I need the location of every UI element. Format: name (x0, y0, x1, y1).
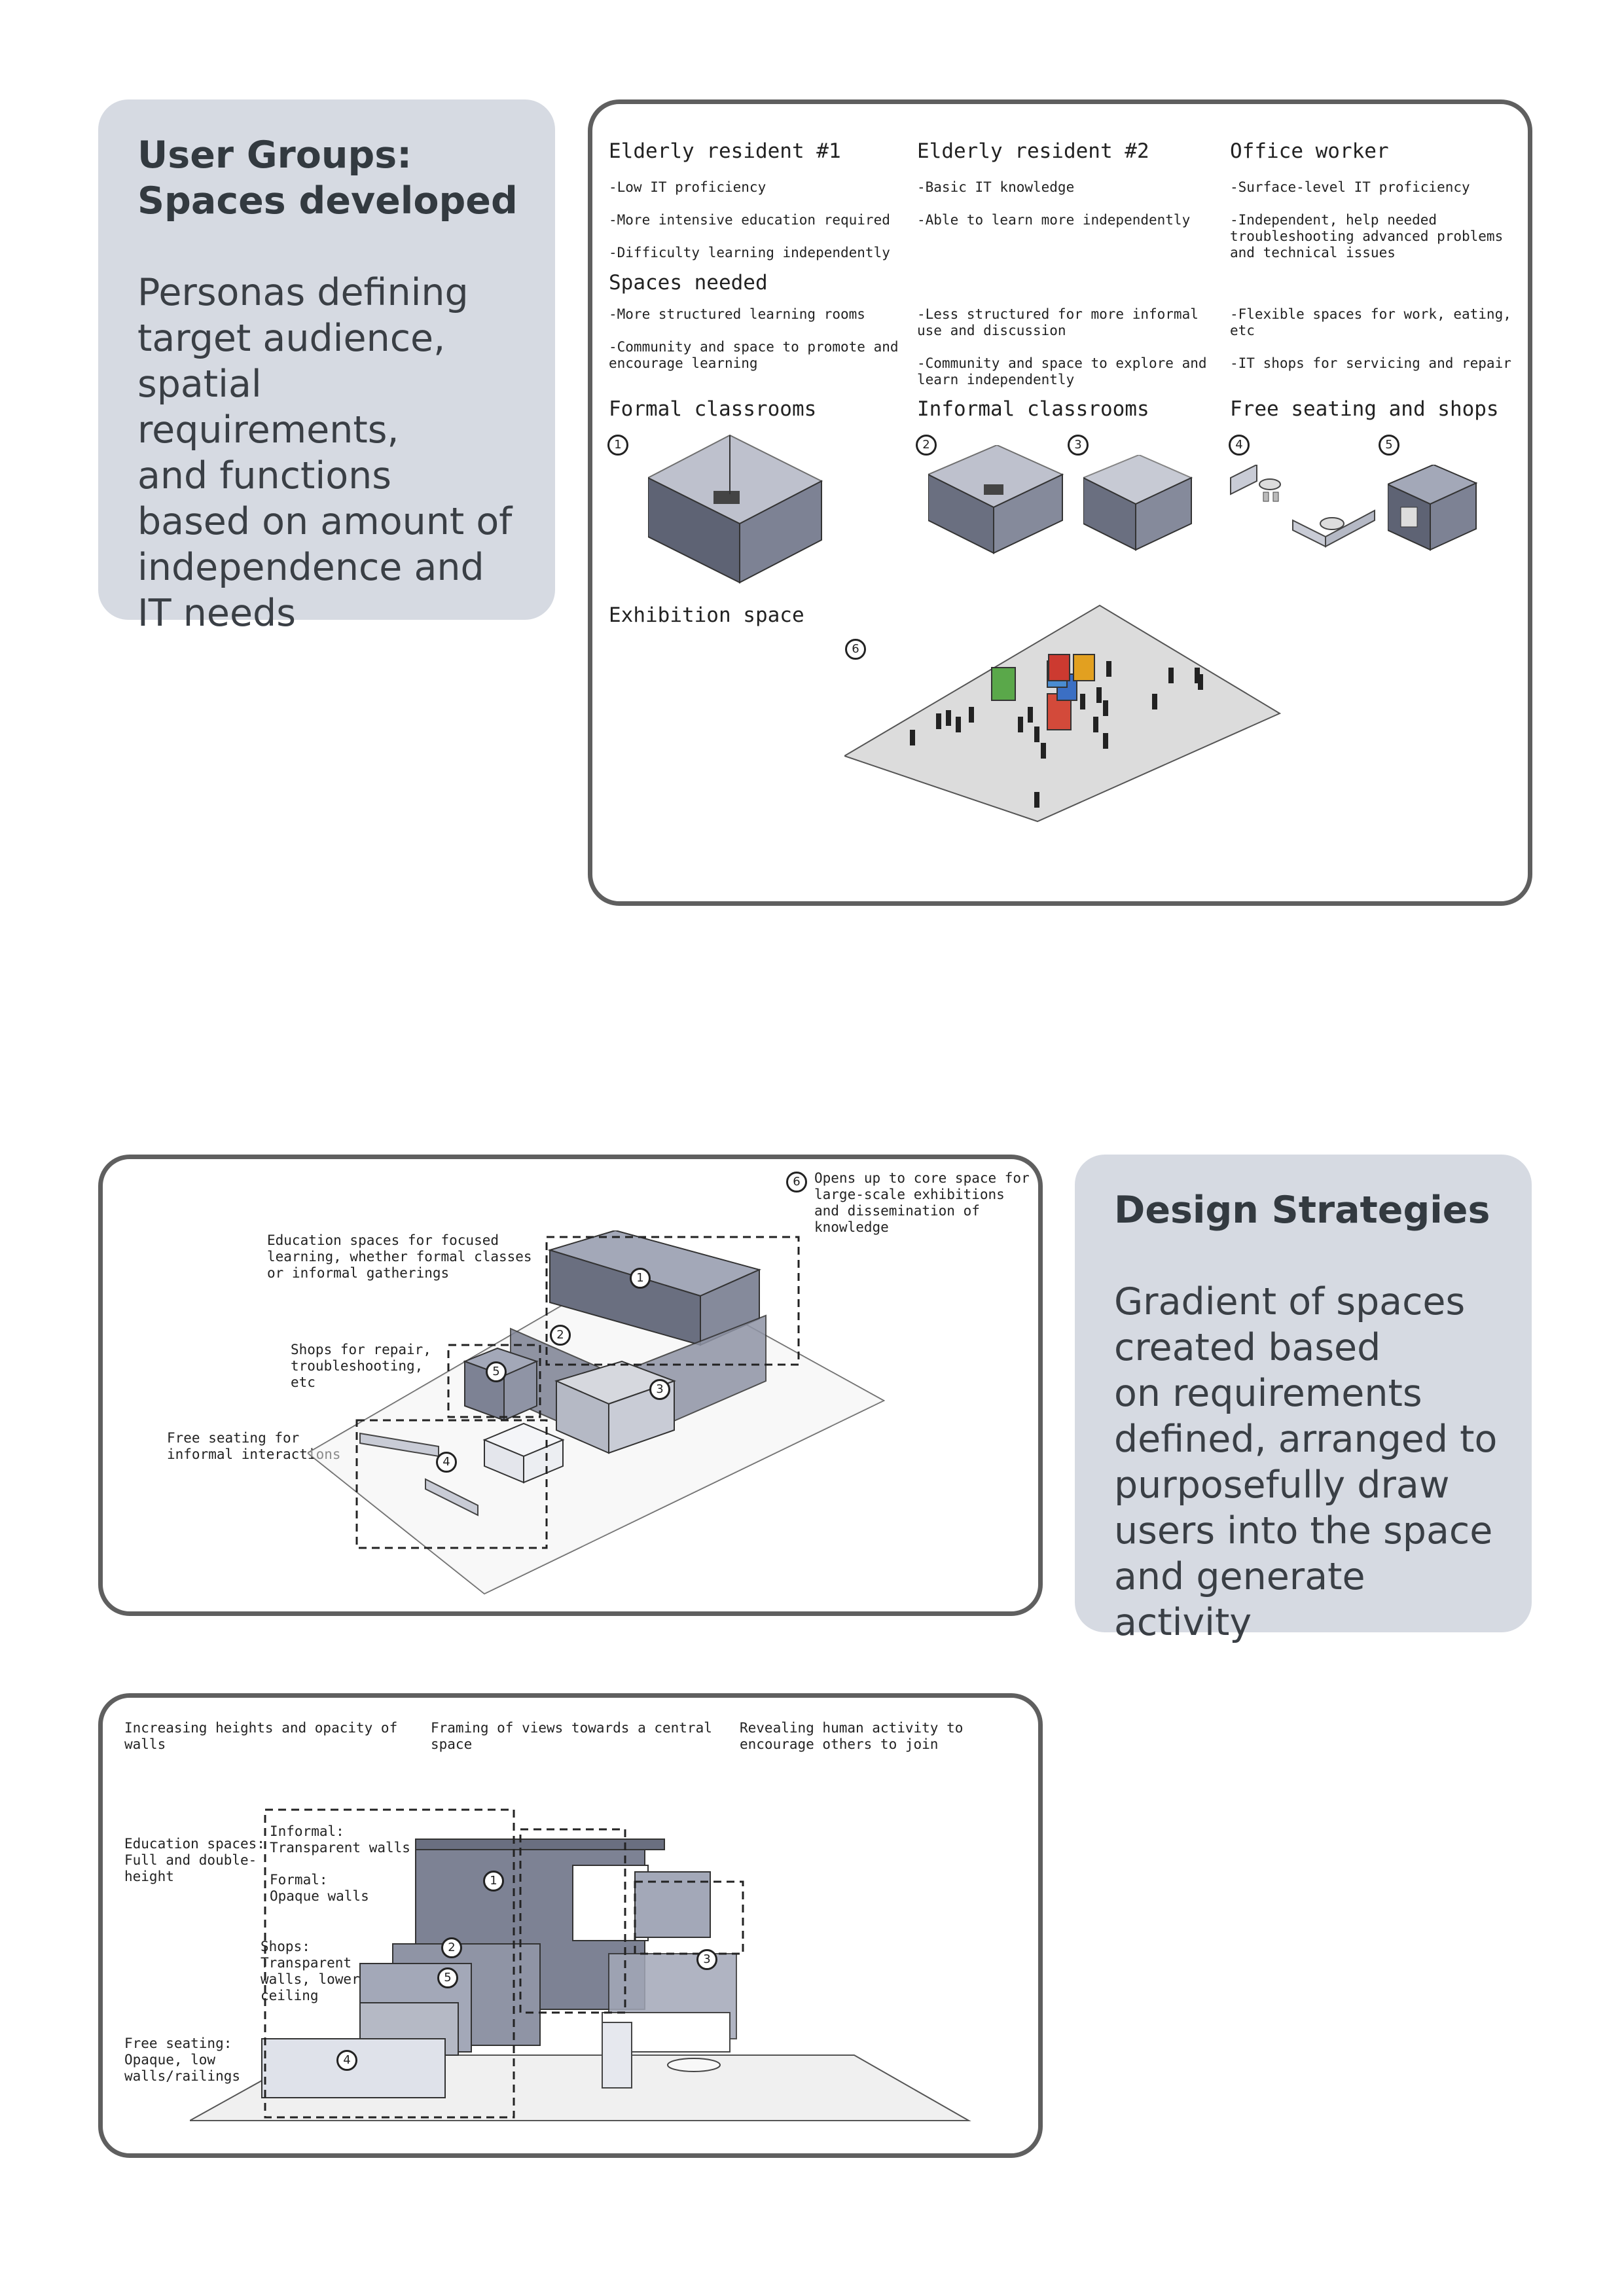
informal-note: Informal: Transparent walls (270, 1823, 410, 1856)
persona-3-name: Office worker (1230, 139, 1389, 163)
number-badge: 1 (483, 1871, 504, 1892)
number-badge: 6 (845, 639, 866, 660)
education-spaces-note: Education spaces for focused learning, w… (267, 1232, 532, 1281)
user-groups-card: User Groups: Spaces developed Personas d… (98, 99, 555, 635)
persona-1-trait: -More intensive education required (609, 212, 890, 228)
spaces-needed-item: -Less structured for more informal use a… (917, 306, 1199, 338)
number-badge: 2 (550, 1325, 571, 1346)
informal-classroom-illustration (928, 445, 1064, 554)
free-seating-note: Free seating for informal interactions (167, 1430, 341, 1462)
persona-3-trait: -Surface-level IT proficiency (1230, 179, 1470, 195)
number-badge: 6 (786, 1172, 807, 1193)
number-badge: 5 (437, 1967, 458, 1988)
spaces-needed-item: -Community and space to promote and enco… (609, 339, 899, 371)
shops-section-note: Shops: Transparent walls, lower ceiling (261, 1939, 360, 2003)
number-badge: 3 (649, 1379, 670, 1400)
persona-1-name: Elderly resident #1 (609, 139, 841, 163)
exhibition-space-title: Exhibition space (609, 603, 804, 627)
spaces-needed-item: -Flexible spaces for work, eating, etc (1230, 306, 1511, 338)
shops-note: Shops for repair, troubleshooting, etc (291, 1342, 431, 1390)
number-badge: 4 (1229, 435, 1250, 456)
number-badge: 3 (1068, 435, 1089, 456)
free-seating-shops-title: Free seating and shops (1230, 397, 1499, 421)
number-badge: 1 (630, 1268, 651, 1289)
number-badge: 2 (916, 435, 937, 456)
informal-classrooms-title: Informal classrooms (917, 397, 1149, 421)
axonometric-illustration (308, 1230, 886, 1595)
heights-note: Increasing heights and opacity of walls (124, 1720, 398, 1752)
design-strategies-card: Design Strategies Gradient of spaces cre… (1075, 1155, 1532, 1644)
informal-classroom-illustration (1083, 455, 1193, 551)
number-badge: 4 (436, 1452, 457, 1473)
persona-2-trait: -Able to learn more independently (917, 212, 1191, 228)
number-badge: 5 (1379, 435, 1399, 456)
formal-classrooms-title: Formal classrooms (609, 397, 817, 421)
persona-3-trait: -Independent, help needed troubleshootin… (1230, 212, 1504, 260)
persona-1-trait: -Low IT proficiency (609, 179, 767, 195)
spaces-needed-item: -IT shops for servicing and repair (1230, 355, 1511, 371)
formal-note: Formal: Opaque walls (270, 1872, 369, 1904)
design-strategies-body: Gradient of spaces created based on requ… (1114, 1280, 1498, 1644)
persona-1-trait: -Difficulty learning independently (609, 245, 890, 260)
number-badge: 1 (607, 435, 628, 456)
seating-section-note: Free seating: Opaque, low walls/railings (124, 2036, 241, 2084)
user-groups-title: User Groups: Spaces developed (137, 134, 518, 223)
shop-illustration (1388, 465, 1478, 551)
free-seating-illustration (1230, 465, 1375, 548)
section-illustration (190, 1808, 971, 2121)
number-badge: 3 (696, 1949, 717, 1970)
number-badge: 2 (441, 1937, 462, 1958)
spaces-needed-item: -More structured learning rooms (609, 306, 865, 322)
formal-classroom-illustration (648, 434, 823, 584)
spaces-needed-title: Spaces needed (609, 271, 768, 295)
spaces-needed-item: -Community and space to explore and lear… (917, 355, 1207, 387)
section-education-note: Education spaces: Full and double- heigh… (124, 1836, 265, 1884)
design-strategies-title: Design Strategies (1114, 1189, 1490, 1232)
exhibition-illustration (844, 604, 1282, 823)
number-badge: 5 (486, 1361, 507, 1382)
persona-2-trait: -Basic IT knowledge (917, 179, 1075, 195)
revealing-note: Revealing human activity to encourage ot… (740, 1720, 964, 1752)
core-space-note: Opens up to core space for large-scale e… (814, 1170, 1030, 1235)
user-groups-body: Personas defining target audience, spati… (137, 271, 513, 635)
framing-note: Framing of views towards a central space (431, 1720, 712, 1752)
persona-2-name: Elderly resident #2 (917, 139, 1149, 163)
number-badge: 4 (336, 2050, 357, 2071)
